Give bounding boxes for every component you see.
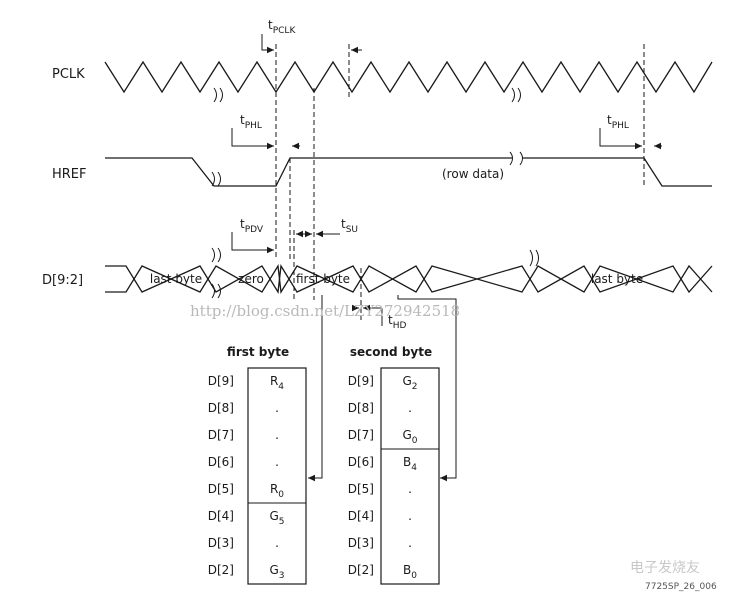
table-pin-label: D[9] (208, 374, 234, 388)
table-pin-label: D[4] (348, 509, 374, 523)
table-bit-value: G5 (269, 509, 284, 527)
table-bit-value: . (408, 509, 412, 523)
t-phl-annotation-right: tPHL (599, 113, 662, 150)
table-pin-label: D[8] (208, 401, 234, 415)
table-pin-label: D[2] (348, 563, 374, 577)
data-bus-label: D[9:2] (42, 273, 83, 288)
bus-segment-label: last byte (591, 272, 643, 286)
table-pin-label: D[6] (208, 455, 234, 469)
break-marks (211, 87, 539, 299)
pclk-trace (104, 60, 713, 94)
row-data-note: (row data) (442, 167, 504, 181)
table-bit-value: . (408, 482, 412, 496)
table-pin-label: D[5] (208, 482, 234, 496)
svg-text:tHD: tHD (388, 313, 406, 331)
table-bit-value: B0 (403, 563, 417, 581)
table-title: first byte (227, 345, 289, 359)
t-pclk-annotation: tPCLK (261, 18, 362, 54)
href-waveform (105, 151, 712, 187)
svg-text:tPHL: tPHL (607, 113, 629, 131)
svg-text:tPCLK: tPCLK (268, 18, 296, 36)
pclk-waveform (104, 60, 713, 94)
table-pin-label: D[6] (348, 455, 374, 469)
table-bit-value: . (275, 428, 279, 442)
table-bit-value: R0 (270, 482, 284, 500)
table-bit-value: . (408, 401, 412, 415)
table-bit-value: G0 (402, 428, 417, 446)
table-frame (380, 367, 440, 585)
t-su-annotation: tSU (300, 217, 358, 238)
table-pin-label: D[7] (348, 428, 374, 442)
table-title: second byte (350, 345, 432, 359)
timing-guides (275, 44, 645, 320)
table-pin-label: D[2] (208, 563, 234, 577)
table-bit-value: . (275, 536, 279, 550)
table-bit-value: . (275, 401, 279, 415)
table-pin-label: D[7] (208, 428, 234, 442)
t-hd-annotation: tHD (352, 304, 406, 331)
bus-segment-label: zero (238, 272, 264, 286)
t-phl-annotation-left: tPHL (231, 113, 300, 150)
table-bit-value: G3 (269, 563, 284, 581)
table-pin-label: D[5] (348, 482, 374, 496)
table-bit-value: . (408, 536, 412, 550)
table-pin-label: D[3] (348, 536, 374, 550)
site-logo: 电子发烧友 (630, 560, 700, 576)
bus-segment-label: first byte (296, 272, 350, 286)
table-bit-value: . (275, 455, 279, 469)
table-pin-label: D[4] (208, 509, 234, 523)
svg-text:tSU: tSU (341, 217, 358, 235)
table-frame (247, 367, 307, 585)
table-pin-label: D[8] (348, 401, 374, 415)
bus-segment-label: last byte (150, 272, 202, 286)
href-label: HREF (52, 167, 87, 182)
pclk-label: PCLK (52, 67, 85, 82)
byte-mapping-arrows (308, 295, 457, 482)
table-pin-label: D[3] (208, 536, 234, 550)
table-bit-value: R4 (270, 374, 284, 392)
table-pin-label: D[9] (348, 374, 374, 388)
svg-text:tPHL: tPHL (240, 113, 262, 131)
watermark: http://blog.csdn.net/LZY272942518 (190, 302, 460, 320)
t-pdv-annotation: tPDV (231, 217, 303, 254)
svg-text:tPDV: tPDV (240, 217, 264, 235)
table-bit-value: B4 (403, 455, 417, 473)
figure-id: 7725SP_26_006 (645, 582, 717, 592)
table-bit-value: G2 (402, 374, 417, 392)
data-bus-waveform: last byte zero first byte last byte (105, 264, 713, 294)
